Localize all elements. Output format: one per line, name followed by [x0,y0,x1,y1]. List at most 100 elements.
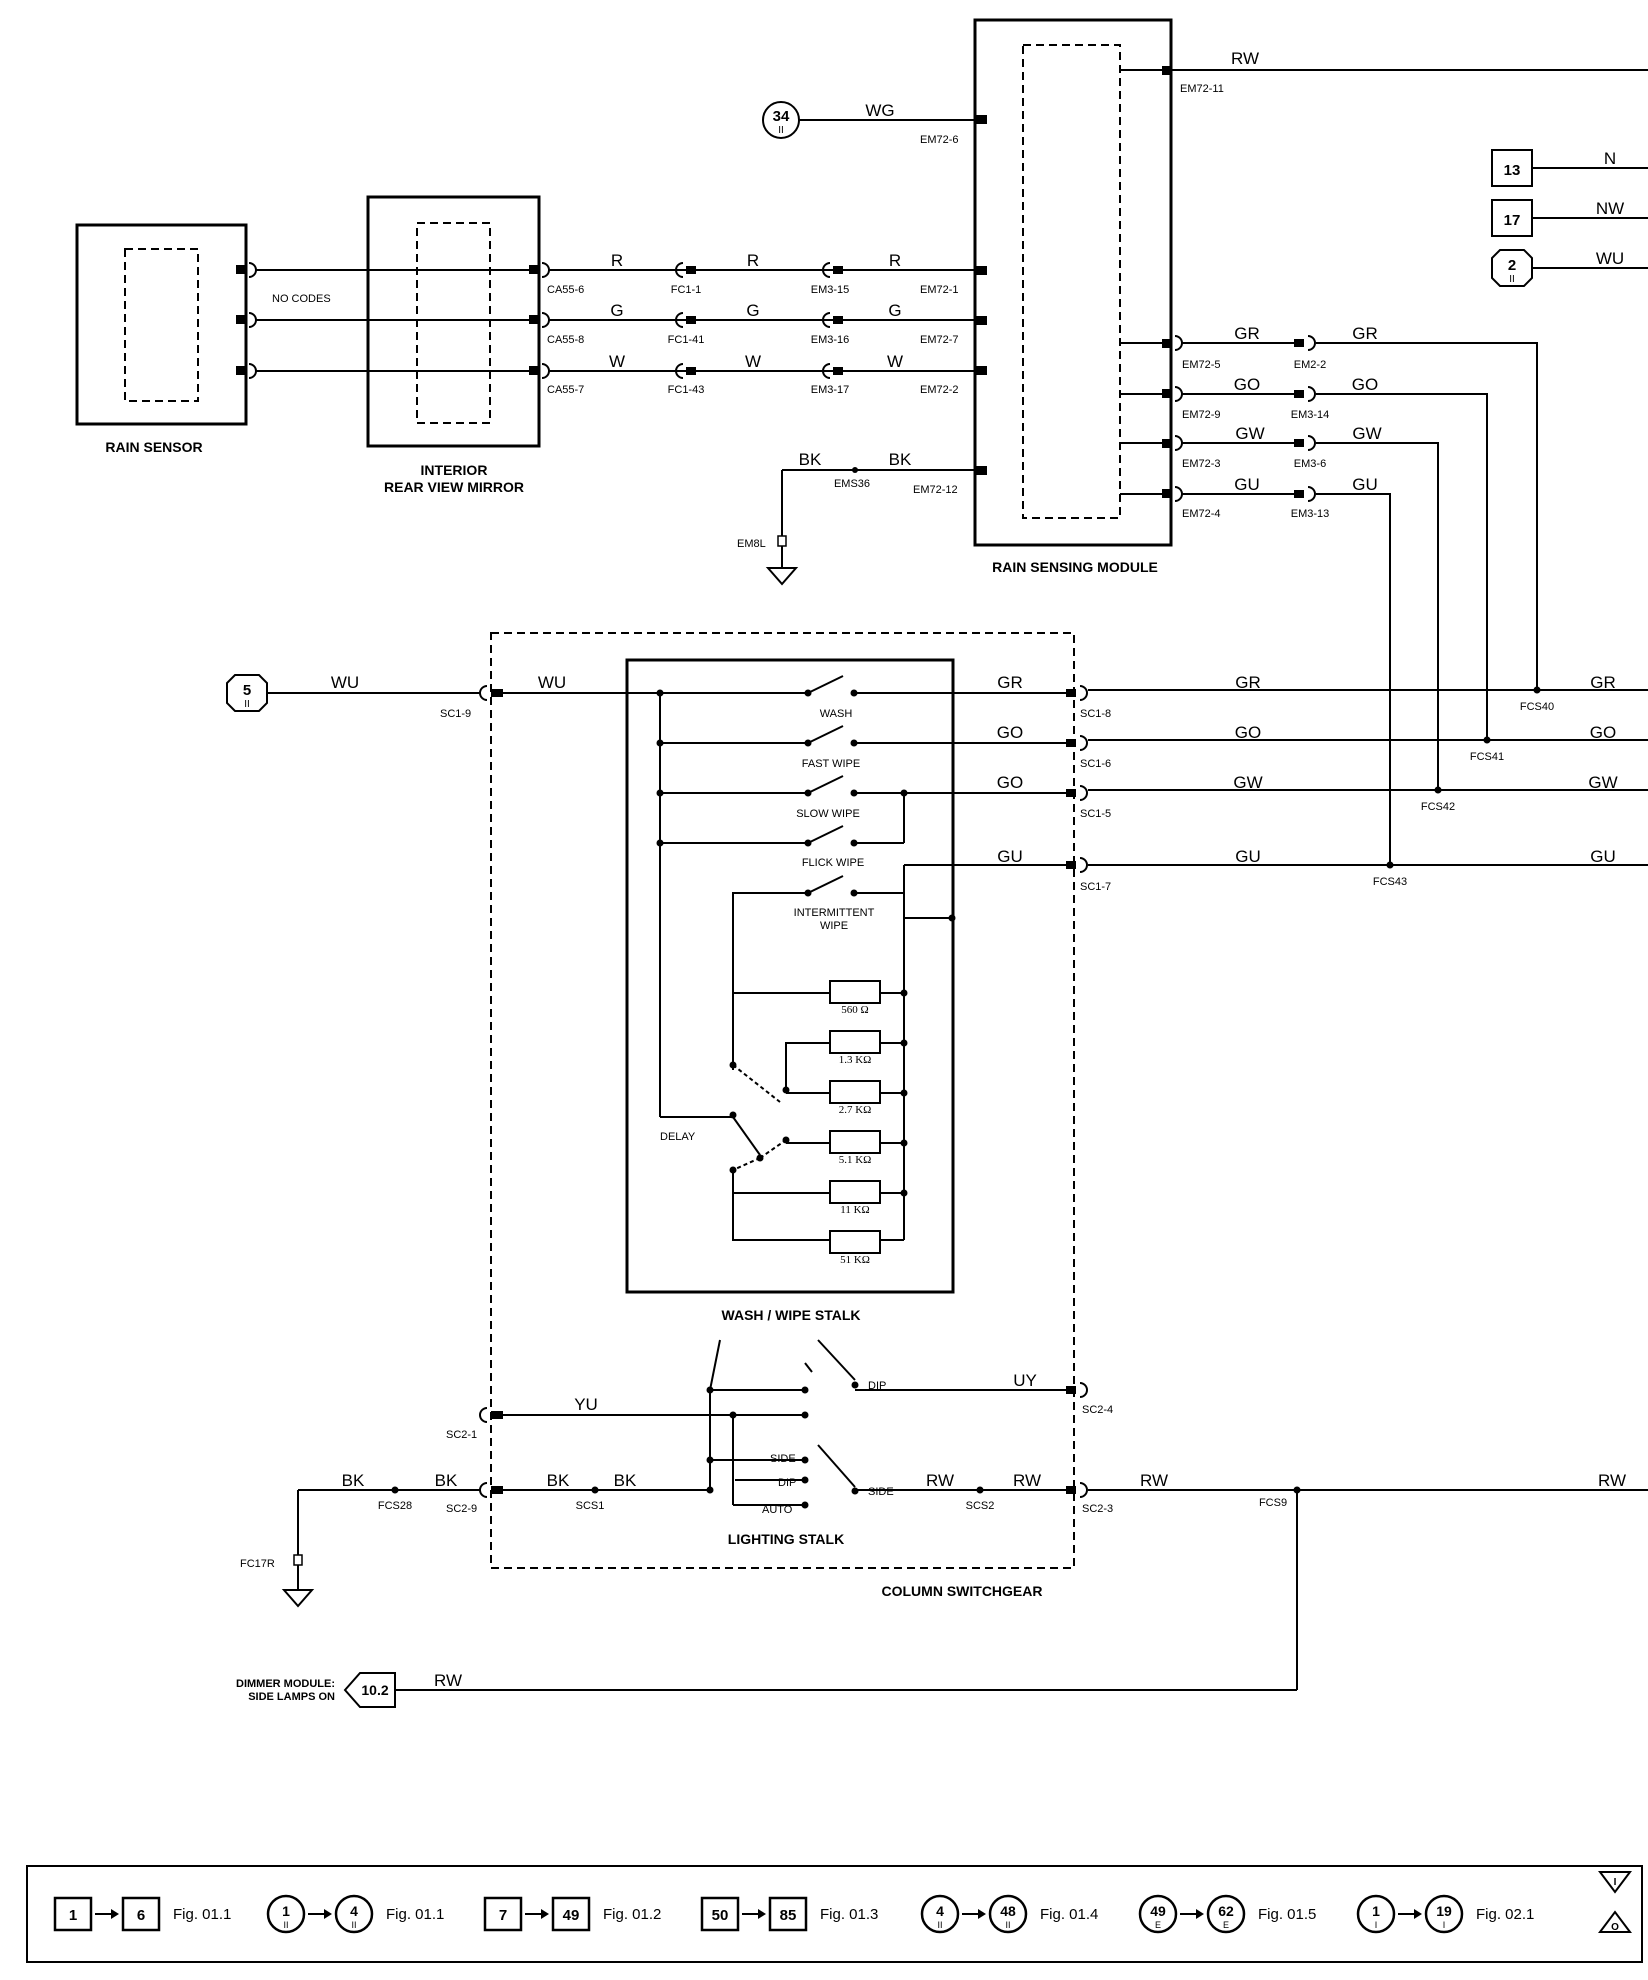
resistor-label: 11 KΩ [840,1204,869,1216]
connector-label: EM72-12 [913,484,958,496]
svg-text:19: 19 [1436,1903,1452,1919]
svg-text:II: II [1005,1920,1010,1930]
resistor-label: 5.1 KΩ [839,1154,872,1166]
column-switchgear-box [490,632,1075,1569]
legend-from-symbol: 49E [1138,1894,1178,1934]
interior-rear-view-mirror: INTERIOR REAR VIEW MIRROR [366,195,550,495]
connector-label: SC2-4 [1082,1404,1113,1416]
ref-octagon-5: 5 II [226,674,268,712]
rain-sensing-module: RAIN SENSING MODULE [973,18,1183,575]
wire-label: N [1604,149,1616,168]
connector-label: EM2-2 [1294,359,1326,371]
svg-text:49: 49 [563,1907,580,1924]
connector-label: SC1-6 [1080,758,1111,770]
switch-label-intermittent-1: INTERMITTENT [794,907,875,919]
svg-text:50: 50 [712,1907,729,1924]
svg-text:II: II [283,1920,288,1930]
connector-label: SC2-9 [446,1503,477,1515]
connector-label: EM3-6 [1294,458,1326,470]
ref-octagon-2: 2 II [1491,249,1533,287]
legend-from-symbol: 1I [1356,1894,1396,1934]
connector-label: EM72-3 [1182,458,1221,470]
mirror-title-2: REAR VIEW MIRROR [384,479,524,495]
svg-text:7: 7 [499,1907,507,1924]
legend-to-symbol: 62E [1206,1894,1246,1934]
wire-label: RW [1140,1471,1168,1490]
svg-text:1: 1 [1372,1903,1380,1919]
mirror-title-1: INTERIOR [421,462,488,478]
connector-label: EM3-13 [1291,508,1330,520]
wire-label: BK [547,1471,570,1490]
switch-label-wash: WASH [820,708,853,720]
switch-label-fast-wipe: FAST WIPE [802,758,860,770]
connector-label: EM72-1 [920,284,959,296]
connector-label: SC2-3 [1082,1503,1113,1515]
wire-label: GU [1352,475,1378,494]
legend-from-symbol: 4II [920,1894,960,1934]
wire-label: RW [1598,1471,1626,1490]
legend-arrowhead-icon [1414,1909,1422,1919]
wire-label: WU [538,673,566,692]
legend-fig-label: Fig. 02.1 [1476,1906,1534,1923]
legend-arrowhead-icon [978,1909,986,1919]
connector-label: SCS1 [576,1500,605,1512]
legend-from-symbol: 50 [700,1896,740,1932]
connector-label: FC1-1 [671,284,702,296]
svg-text:6: 6 [137,1907,145,1924]
wire-label: GU [997,847,1023,866]
legend-from-symbol: 7 [483,1896,523,1932]
wire-label: GO [1235,723,1261,742]
connector-label: EM72-5 [1182,359,1221,371]
connector-label: EM72-2 [920,384,959,396]
svg-text:II: II [937,1920,942,1930]
ref-10-2: 10.2 [343,1672,396,1708]
wire-label: GO [997,773,1023,792]
column-switchgear-title: COLUMN SWITCHGEAR [882,1583,1043,1599]
legend-item: 1I 19I Fig. 02.1 [1356,1894,1534,1934]
wire-label: GR [1234,324,1260,343]
legend-item: 7 49 Fig. 01.2 [483,1896,661,1932]
wire-label: GR [1590,673,1616,692]
svg-text:O: O [1611,1922,1619,1933]
connector-label: FC17R [240,1558,275,1570]
rain-sensor-title: RAIN SENSOR [105,439,202,455]
wire-label: GW [1588,773,1617,792]
svg-text:13: 13 [1504,162,1521,179]
legend-fig-label: Fig. 01.3 [820,1906,878,1923]
wire-label: GR [1235,673,1261,692]
legend-fig-label: Fig. 01.1 [173,1906,231,1923]
switch-label-side: SIDE [770,1453,796,1465]
svg-text:I: I [1443,1920,1446,1930]
connector-label: CA55-6 [547,284,584,296]
svg-text:17: 17 [1504,212,1521,229]
svg-text:II: II [778,125,784,136]
wire-label: BK [799,450,822,469]
svg-text:II: II [351,1920,356,1930]
resistor-label: 1.3 KΩ [839,1054,872,1066]
connector-label: EM3-14 [1291,409,1330,421]
switch-label-flick-wipe: FLICK WIPE [802,857,864,869]
legend-fig-label: Fig. 01.2 [603,1906,661,1923]
no-codes-label: NO CODES [272,293,331,305]
dimmer-label-2: SIDE LAMPS ON [248,1691,335,1703]
connector-label: CA55-8 [547,334,584,346]
legend-to-symbol: 4II [334,1894,374,1934]
switch-label-side-out: SIDE [868,1486,894,1498]
lighting-stalk: LIGHTING STALK [728,1531,844,1547]
connector-label: EM3-17 [811,384,850,396]
connector-label: EM72-7 [920,334,959,346]
resistor-label: 51 KΩ [840,1254,870,1266]
svg-text:1: 1 [69,1907,77,1924]
wire-label: BK [614,1471,637,1490]
legend-arrowhead-icon [541,1909,549,1919]
svg-text:E: E [1223,1920,1229,1930]
wire-label: GO [1352,375,1378,394]
connector-label: SC2-1 [446,1429,477,1441]
connector-label: SCS2 [966,1500,995,1512]
svg-text:48: 48 [1000,1903,1016,1919]
rain-module-title: RAIN SENSING MODULE [992,559,1158,575]
